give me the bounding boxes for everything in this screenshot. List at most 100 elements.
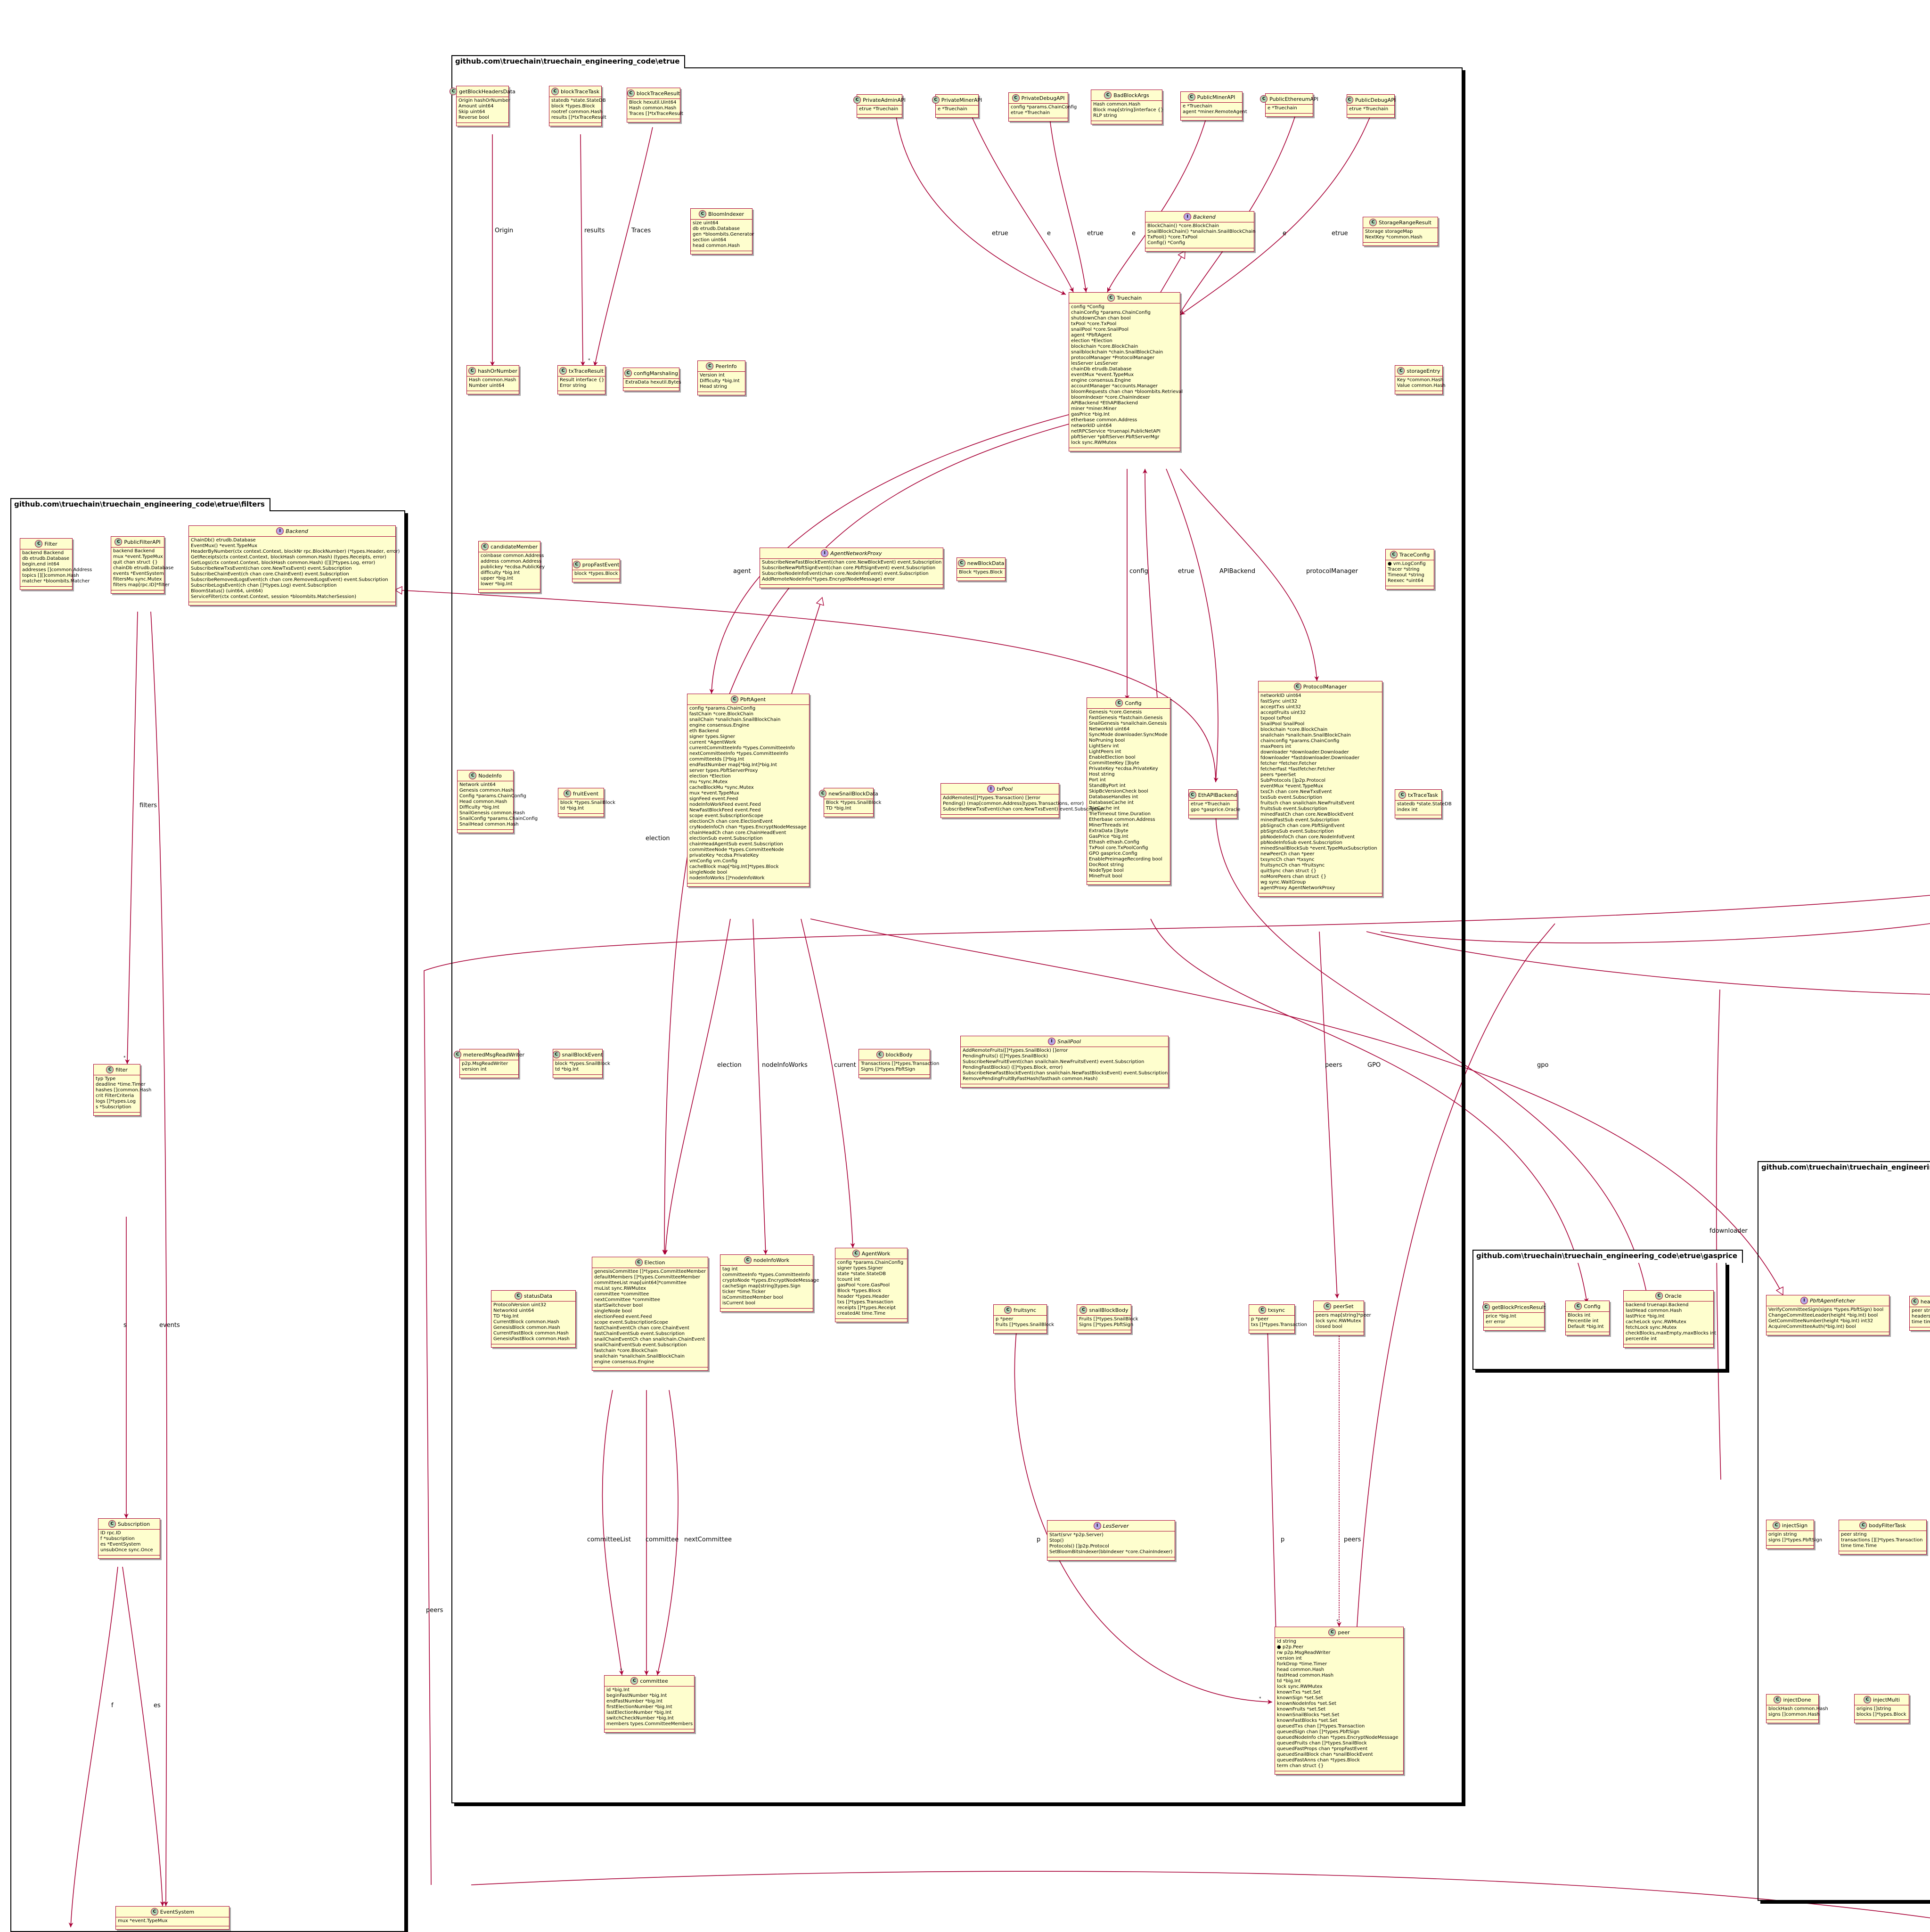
class-field: TrieTimeout time.Duration <box>1089 811 1151 817</box>
class-field: cacheLock sync.RWMutex <box>1626 1319 1686 1325</box>
class-field: lastElectionNumber *big.Int <box>606 1710 672 1715</box>
class-methods <box>623 387 679 391</box>
edge-truechain-election <box>662 424 1069 1255</box>
class-field: Protocols() []p2p.Protocol <box>1049 1544 1109 1549</box>
class-field: PendingFastBlocks() ([]*types.Block, err… <box>963 1065 1063 1070</box>
interface-badge-icon: I <box>821 549 829 557</box>
class-field: lastHead common.Hash <box>1626 1308 1682 1313</box>
package-etrue: github.com\truechain\truechain_engineeri… <box>451 55 1463 1803</box>
class-field: mu *sync.Mutex <box>689 779 728 785</box>
class-field: chainHeadAgentSub event.Subscription <box>689 842 783 847</box>
class-badge-icon: C <box>563 790 571 797</box>
class-fields: VerifyCommitteeSign(signs *types.PbftSig… <box>1766 1306 1889 1332</box>
class-field: events *EventSystem <box>113 571 164 576</box>
class-name: EventSystem <box>160 1908 195 1915</box>
class-badge-icon: C <box>744 1256 752 1264</box>
class-badge-icon: C <box>698 210 706 218</box>
edge-label: filters <box>139 802 157 809</box>
class-badge-icon: C <box>852 1250 860 1257</box>
class-field: knownSnailBlocks *set.Set <box>1277 1712 1340 1718</box>
class-field: noMorePeers chan struct {} <box>1260 874 1327 879</box>
class-field: lower *big.Int <box>481 581 513 587</box>
class-name: PrivateMinerAPI <box>941 97 982 103</box>
class-field: SyncMode downloader.SyncMode <box>1089 732 1168 737</box>
class-field: version int <box>1277 1656 1302 1661</box>
class-field: nextCommitteeInfo *types.CommitteeInfo <box>689 751 788 756</box>
class-field: Number uint64 <box>469 383 505 388</box>
class-field: snailPool *core.SnailPool <box>1071 327 1129 332</box>
class-field: knownSign *set.Set <box>1277 1695 1323 1701</box>
class-fields: mux *event.TypeMux <box>116 1917 229 1926</box>
class-methods <box>1839 1551 1926 1554</box>
class-field: acceptFruits uint32 <box>1260 710 1306 715</box>
class-name: PrivateDebugAPI <box>1021 95 1065 101</box>
class-field: topics [][]common.Hash <box>22 573 79 578</box>
class-field: queuedTxs chan []*types.Transaction <box>1277 1724 1365 1729</box>
class-field: EnablePreimageRecording bool <box>1089 857 1162 862</box>
class-fields: e *Truechain <box>936 105 978 114</box>
class-field: filters map[rpc.ID]*filter <box>113 582 170 588</box>
class-field: election *Election <box>689 774 731 779</box>
class-field: SkipBcVersionCheck bool <box>1089 789 1148 794</box>
edge-pbft-nodeinfowork <box>752 918 768 1255</box>
class-field: block *types.SnailBlock <box>560 800 615 805</box>
class-field: ServiceFilter(ctx context.Context, sessi… <box>191 594 357 599</box>
class-field: HeaderByNumber(ctx context.Context, bloc… <box>191 549 400 554</box>
class-methods <box>460 1074 518 1078</box>
edge-fruitsync-p <box>1014 1326 1273 1704</box>
class-field: bloomRequests chan chan *bloombits.Retri… <box>1071 389 1183 394</box>
class-field: pbNodeInfoCh chan core.NodeInfoEvent <box>1260 835 1355 840</box>
edge-privateadmin-etrue <box>896 116 1066 295</box>
class-field: Genesis *core.Genesis <box>1089 710 1142 715</box>
class-field: config *params.ChainConfig <box>689 706 756 711</box>
class-field: snailChainEventCh chan snailchain.ChainE… <box>594 1337 705 1342</box>
class-name: PublicDebugAPI <box>1355 97 1396 103</box>
class-badge-icon: C <box>1369 219 1377 226</box>
class-methods <box>1189 815 1237 818</box>
class-field: GasPrice *big.Int <box>1089 834 1129 839</box>
class-methods <box>572 579 620 582</box>
class-methods <box>1766 1545 1814 1548</box>
class-field: txsCh chan core.NewTxsEvent <box>1260 789 1332 794</box>
class-methods <box>1624 1344 1713 1347</box>
class-field: Head string <box>700 384 728 389</box>
class-field: forkDrop *time.Timer <box>1277 1662 1327 1667</box>
class-badge-icon: C <box>1104 91 1112 99</box>
class-field: cacheBlock map[*big.Int]*types.Block <box>689 864 779 869</box>
class-badge-icon: C <box>624 369 632 377</box>
class-methods <box>1069 448 1180 451</box>
class-field: APIBackend *EthAPIBackend <box>1071 401 1138 406</box>
class-name: AgentNetworkProxy <box>830 550 882 557</box>
class-methods <box>627 119 680 122</box>
edge-label: peers <box>1325 1062 1342 1069</box>
class-field: SnailHead common.Hash <box>459 822 519 827</box>
edge-privatedebug-etrue <box>1049 118 1088 293</box>
class-field: Difficulty *big.Int <box>700 378 740 384</box>
class-field: engine consensus.Engine <box>1071 378 1131 383</box>
edge-truechain-backend <box>1160 251 1185 294</box>
class-badge-icon: C <box>1188 791 1196 799</box>
edge-peer-long <box>1357 923 1555 1627</box>
class-field: miner *miner.Miner <box>1071 406 1117 411</box>
edge-pbft-agentnetwork <box>791 598 822 694</box>
class-name: blockTraceTask <box>560 88 600 95</box>
class-field: Config() *Config <box>1147 240 1186 246</box>
